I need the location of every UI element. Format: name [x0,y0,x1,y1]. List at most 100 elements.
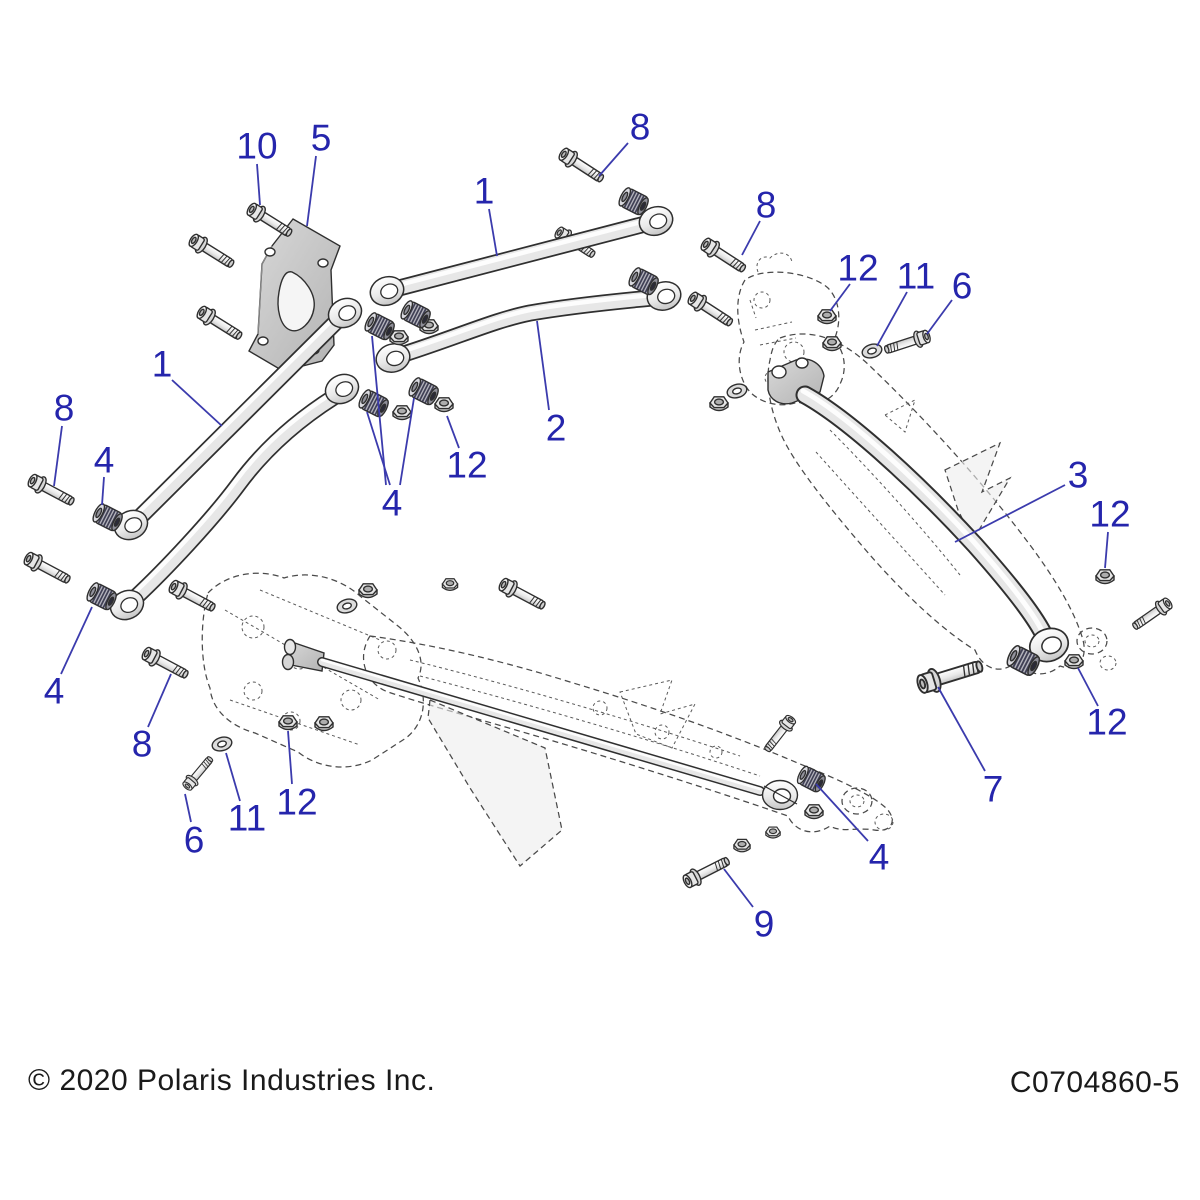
flange-nut [434,397,454,413]
callout-number-10: 10 [236,126,277,167]
flange-bolt [679,851,734,892]
callout-number-3: 3 [1068,455,1089,496]
flange-nut [804,804,824,820]
flange-bolt [881,326,933,359]
flange-bolt [24,470,79,511]
callout-number-12: 12 [1089,494,1130,535]
flange-nut [314,716,334,732]
callout-leader-line [937,686,986,772]
callout-leader-line [101,476,105,506]
callout-leader-line [147,673,172,728]
callout-number-2: 2 [546,408,567,449]
callout-number-12: 12 [1086,702,1127,743]
flange-nut [817,309,837,325]
callout-leader-line [815,783,869,842]
callout-number-11: 11 [897,256,935,297]
flange-nut [358,583,378,599]
flange-nut [392,405,412,421]
callout-number-8: 8 [132,724,153,765]
callout-leader-line [446,415,460,449]
callout-leader-line [399,397,415,486]
callout-number-6: 6 [952,266,973,307]
callout-leader-line [371,335,387,486]
flange-nut [733,838,751,853]
flange-nut [1064,654,1084,670]
washer [209,734,235,754]
callout-leader-line [366,411,391,486]
callout-leader-line [741,220,761,256]
trailing-arm-right [767,357,1074,668]
callout-leader-line [488,208,498,257]
callout-leader-line [256,163,261,206]
callout-leader-line [1077,667,1099,707]
washer [724,381,750,401]
flange-nut [765,826,781,839]
flange-bolt [555,144,608,188]
washer [859,341,885,361]
callout-leader-line [598,142,629,177]
callout-leader-line [171,379,223,427]
stabilizer-link-rod [281,638,799,811]
radius-rod-lower-right [372,277,685,377]
callout-leader-line [536,320,550,411]
callout-leader-line [184,793,192,823]
flange-bolt [913,653,987,698]
flange-bolt [697,234,750,278]
callout-number-5: 5 [311,118,332,159]
flange-nut [822,336,842,352]
flange-nut [709,396,729,412]
flange-bolt [193,302,247,345]
callout-leader-line [954,484,1066,543]
callout-number-4: 4 [869,837,890,878]
callout-number-1: 1 [474,171,495,212]
bushing [355,387,392,420]
callout-number-8: 8 [630,107,651,148]
callout-number-12: 12 [276,782,317,823]
callout-number-8: 8 [54,388,75,429]
radius-rod-lower-left [104,368,365,626]
callout-number-9: 9 [754,904,775,945]
callout-leader-line [1104,531,1109,569]
bushing [794,764,829,795]
flange-bolt [179,752,218,794]
flange-bolt [760,712,799,756]
callout-leader-line [287,730,293,785]
washer [334,596,360,616]
frame-bracket-ghost-left [201,572,424,768]
callout-leader-line [225,752,241,802]
radius-rod-upper-right [365,201,678,311]
callout-leader-line [53,425,63,487]
callout-number-6: 6 [184,820,205,861]
callout-leader-line [306,155,317,227]
callout-leader-line [60,606,93,675]
flange-bolt [165,576,220,617]
callout-number-12: 12 [446,445,487,486]
flange-nut [441,578,459,591]
flange-nut [278,715,298,731]
callout-leader-line [829,283,851,312]
callout-leader-line [926,299,953,335]
callout-number-12: 12 [837,248,878,289]
flange-bolt [185,230,239,273]
callout-number-4: 4 [382,483,403,524]
callout-number-1: 1 [152,344,173,385]
callout-number-11: 11 [228,798,266,839]
trailing-arm-ghost-right [767,333,1117,675]
flange-bolt [243,199,297,242]
flange-bolt [20,548,75,589]
callout-leader-line [723,868,754,908]
flange-bolt [684,288,737,332]
callout-leader-line [876,291,908,347]
part-number-text: C0704860-5 [1009,1066,1180,1099]
flange-bolt [1128,594,1176,635]
flange-nut [1095,569,1115,585]
callout-number-4: 4 [44,671,65,712]
flange-bolt [138,643,193,684]
pivot-bracket [248,218,341,372]
radius-rod-upper-left [108,292,368,546]
callout-number-8: 8 [756,185,777,226]
callout-number-7: 7 [983,769,1004,810]
